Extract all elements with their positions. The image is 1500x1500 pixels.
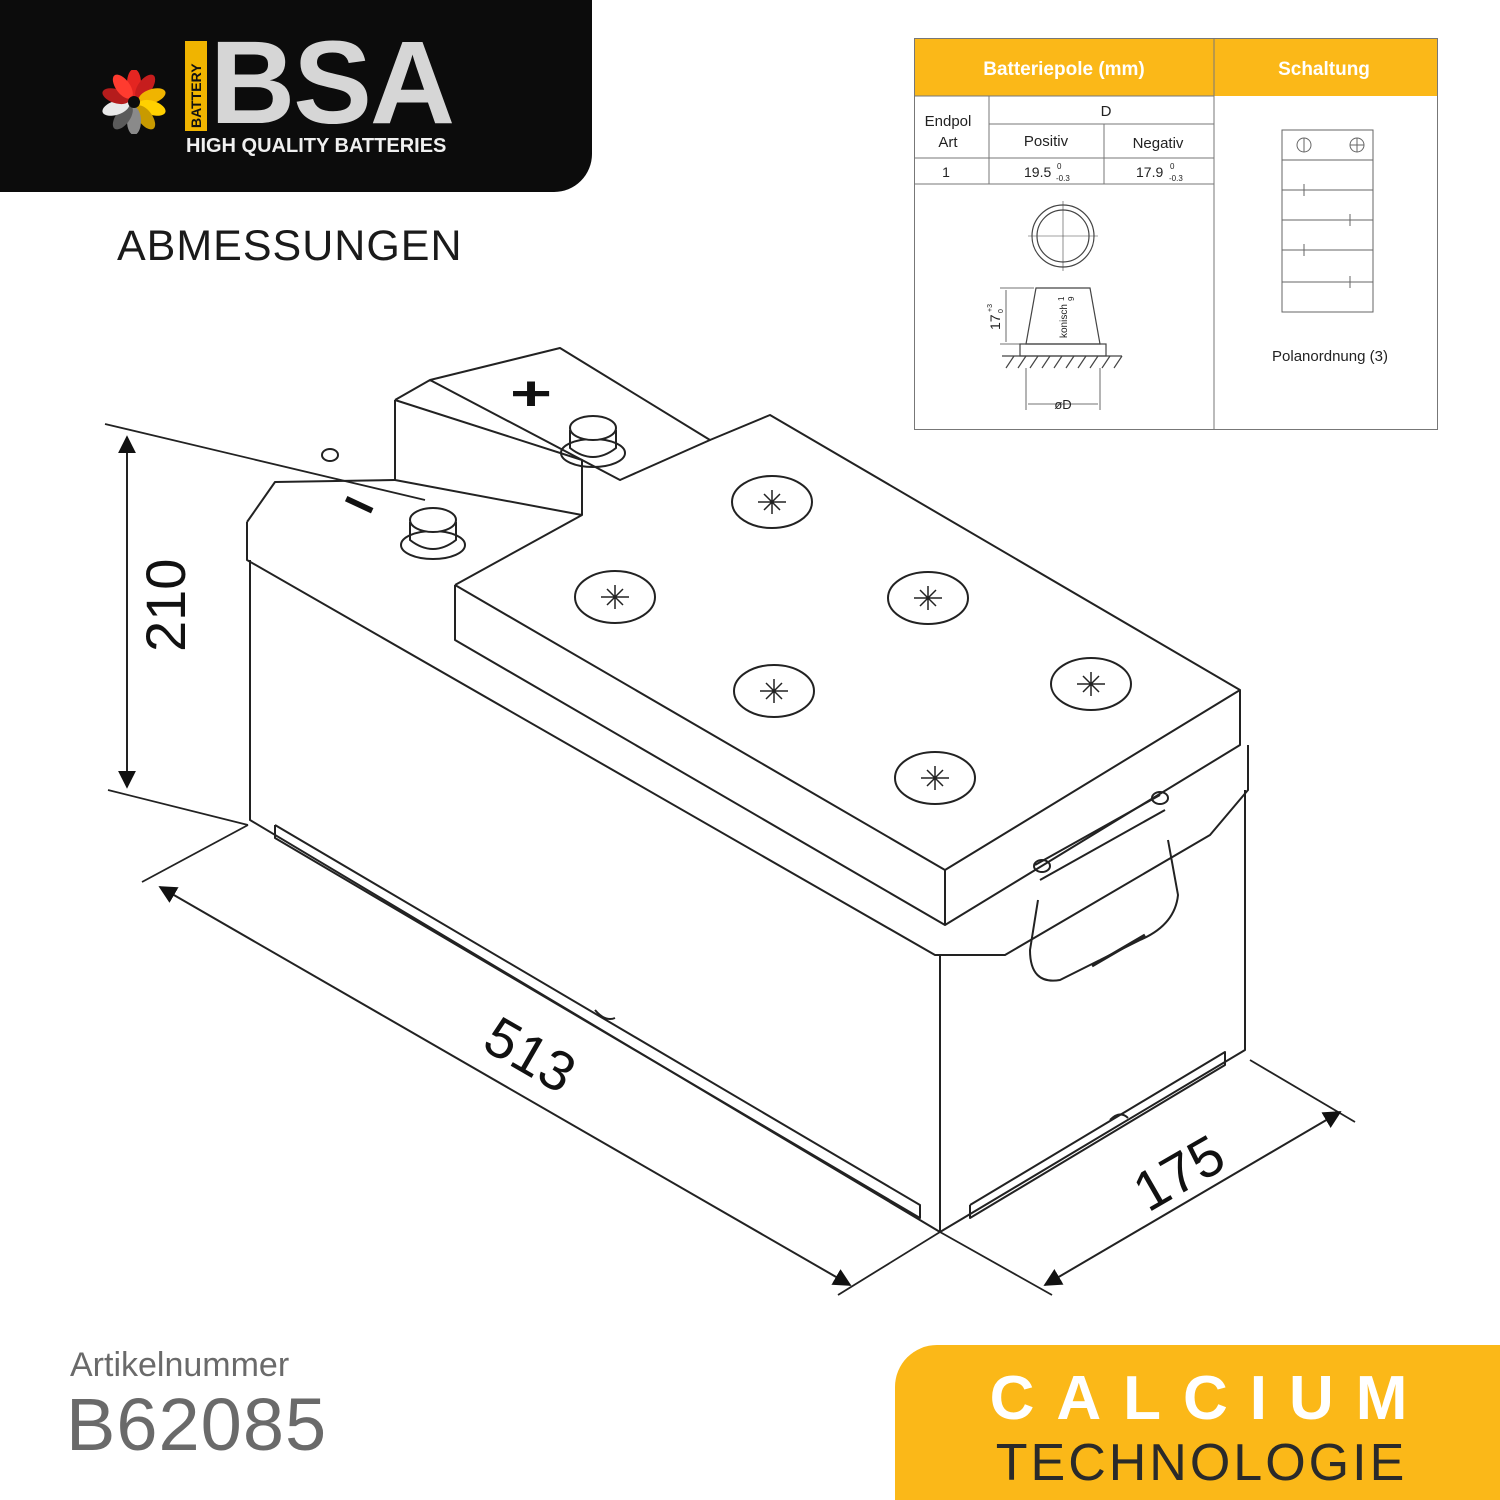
svg-text:-0.3: -0.3 [1169,174,1183,183]
diameter-label: øD [1054,397,1071,412]
svg-text:0: 0 [1057,162,1062,171]
konisch-label: konisch [1059,304,1070,338]
svg-text:-0.3: -0.3 [1056,174,1070,183]
pole-height: 17 [987,314,1003,330]
endpol-label: Endpol [925,113,972,130]
battery-top-panel [454,414,1241,926]
art-label: Art [938,134,958,151]
vent-cap-3 [887,571,969,625]
polanordnung-label: Polanordnung (3) [1272,348,1388,365]
positiv-value: 19.5 [1024,164,1051,180]
negativ-value: 17.9 [1136,164,1163,180]
terminal-cone-drawing [1000,201,1123,410]
artikel-number: B62085 [66,1383,328,1466]
header-batteriepole: Batteriepole (mm) [983,59,1145,80]
brand-logo-panel: BATTERY BSA HIGH QUALITY BATTERIES [0,0,592,192]
svg-text:+3: +3 [987,304,994,312]
brand-tagline: HIGH QUALITY BATTERIES [186,135,447,157]
vent-cap-5 [1050,657,1132,711]
positive-terminal [560,415,626,468]
vent-cap-4 [733,664,815,718]
dimension-height: 210 [134,559,197,652]
cell-layout-diagram [1281,129,1374,313]
dimension-length: 513 [474,1004,586,1105]
header-schaltung: Schaltung [1278,59,1370,80]
col-d: D [1101,103,1112,120]
vent-cap-2 [574,570,656,624]
svg-text:0: 0 [998,309,1005,313]
spec-table-header [914,38,1438,96]
page-heading: ABMESSUNGEN [117,222,463,270]
artikel-label: Artikelnummer [70,1346,290,1384]
calcium-badge: CALCIUM TECHNOLOGIE [895,1345,1500,1500]
svg-text:9: 9 [1067,296,1076,301]
calcium-subtitle: TECHNOLOGIE [995,1434,1408,1492]
svg-text:0: 0 [1170,162,1175,171]
row-type: 1 [942,164,950,180]
svg-text:BATTERY: BATTERY [188,63,204,128]
calcium-title: CALCIUM [989,1364,1430,1433]
positive-symbol: + [510,367,552,420]
battery-vertical-label: BATTERY [185,41,207,131]
dimension-width: 175 [1123,1122,1235,1223]
negative-symbol: – [333,465,390,538]
vent-cap-6 [894,751,976,805]
spec-table: Batteriepole (mm) Schaltung D Endpol Art… [914,38,1438,430]
col-positiv: Positiv [1024,133,1069,150]
battery-body-outline [249,560,1246,1233]
vent-cap-1 [731,475,813,529]
flower-emblem-icon [102,70,166,134]
negative-terminal [400,507,466,560]
brand-name: BSA [210,17,455,149]
svg-text:1: 1 [1057,296,1066,301]
col-negativ: Negativ [1133,135,1184,152]
